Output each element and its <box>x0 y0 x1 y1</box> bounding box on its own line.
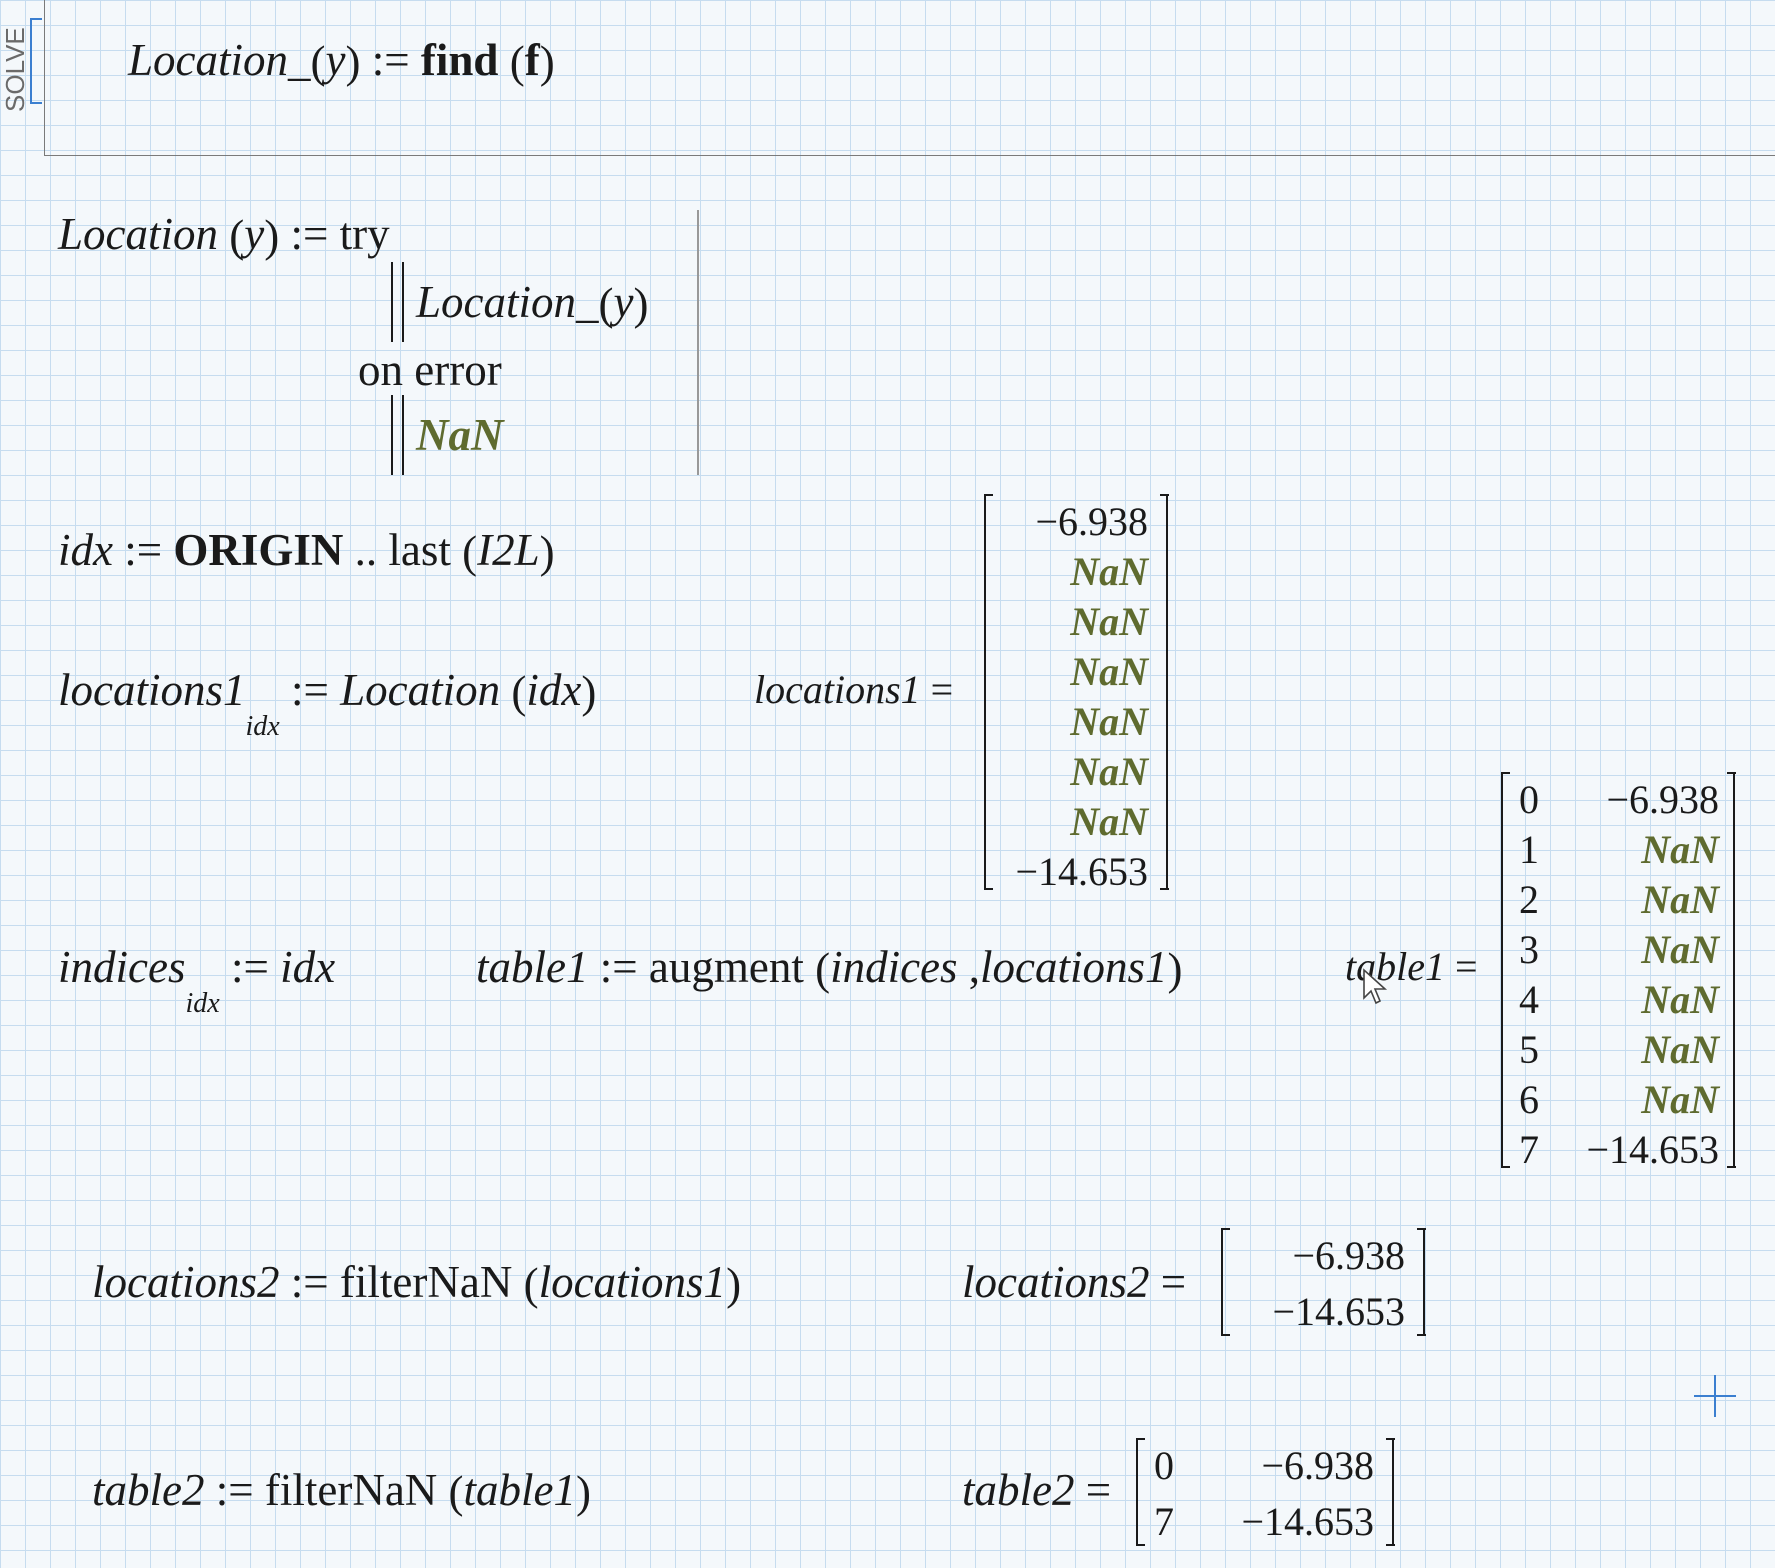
arrow-pointer-icon <box>1363 968 1388 1005</box>
region-select-bracket <box>30 18 42 104</box>
locations1-result-label[interactable]: locations1 = <box>754 667 954 712</box>
matrix-index-cell: 5 <box>1519 1027 1539 1072</box>
on-error-keyword: on error <box>358 345 502 395</box>
table1-definition[interactable]: table1 := augment (indices ,locations1) <box>476 942 1183 994</box>
matrix-value-cell: −14.653 <box>1015 849 1148 894</box>
matrix-index-cell: 4 <box>1519 977 1539 1022</box>
matrix-nan-cell: NaN <box>1070 699 1148 744</box>
locations1-definition[interactable]: locations1idx := Location (idx) <box>58 665 597 742</box>
matrix-index-cell: 1 <box>1519 827 1539 872</box>
matrix-index-cell: 6 <box>1519 1077 1539 1122</box>
matrix-nan-cell: NaN <box>1070 749 1148 794</box>
matrix-nan-cell: NaN <box>1070 649 1148 694</box>
matrix-value-cell: −6.938 <box>1035 499 1148 544</box>
matrix-nan-cell: NaN <box>1070 599 1148 644</box>
table2-result-matrix[interactable]: 0 −6.938 7 −14.653 <box>1135 1438 1395 1546</box>
matrix-index-cell: 7 <box>1154 1499 1174 1544</box>
program-right-rule <box>697 210 699 475</box>
matrix-index-cell: 7 <box>1519 1127 1539 1172</box>
matrix-value-cell: −14.653 <box>1241 1499 1374 1544</box>
matrix-nan-cell: NaN <box>1641 1027 1719 1072</box>
locations2-result-label[interactable]: locations2 = <box>962 1257 1187 1307</box>
matrix-nan-cell: NaN <box>1641 1077 1719 1122</box>
matrix-nan-cell: NaN <box>1641 827 1719 872</box>
program-block-bar <box>391 395 404 475</box>
matrix-nan-cell: NaN <box>1641 977 1719 1022</box>
error-value-nan[interactable]: NaN <box>416 410 504 460</box>
idx-definition[interactable]: idx := ORIGIN .. last (I2L) <box>58 525 555 577</box>
location-underscore-definition[interactable]: Location_(y) := find (f) <box>128 35 555 87</box>
indices-definition[interactable]: indicesidx := idx <box>58 942 336 1019</box>
location-definition[interactable]: Location (y) := try <box>58 209 390 261</box>
matrix-nan-cell: NaN <box>1070 549 1148 594</box>
crosshair-insert-icon <box>1694 1375 1736 1417</box>
matrix-index-cell: 0 <box>1519 777 1539 822</box>
matrix-value-cell: −14.653 <box>1586 1127 1719 1172</box>
matrix-index-cell: 0 <box>1154 1443 1174 1488</box>
locations2-definition[interactable]: locations2 := filterNaN (locations1) <box>92 1257 742 1309</box>
matrix-nan-cell: NaN <box>1070 799 1148 844</box>
table1-result-label[interactable]: table1 = <box>1345 944 1478 989</box>
matrix-index-cell: 2 <box>1519 877 1539 922</box>
try-body[interactable]: Location_(y) <box>416 277 649 329</box>
matrix-nan-cell: NaN <box>1641 927 1719 972</box>
table2-definition[interactable]: table2 := filterNaN (table1) <box>92 1465 592 1517</box>
solve-block-tab[interactable]: SOLVE <box>0 27 26 113</box>
program-block-bar <box>391 262 404 342</box>
solve-block[interactable] <box>44 0 1775 156</box>
matrix-index-cell: 3 <box>1519 927 1539 972</box>
matrix-value-cell: −6.938 <box>1261 1443 1374 1488</box>
matrix-value-cell: −6.938 <box>1606 777 1719 822</box>
table2-result-label[interactable]: table2 = <box>962 1465 1112 1515</box>
matrix-nan-cell: NaN <box>1641 877 1719 922</box>
locations2-result-matrix[interactable]: −6.938 −14.653 <box>1220 1228 1426 1336</box>
matrix-value-cell: −14.653 <box>1272 1289 1405 1334</box>
matrix-value-cell: −6.938 <box>1292 1233 1405 1278</box>
